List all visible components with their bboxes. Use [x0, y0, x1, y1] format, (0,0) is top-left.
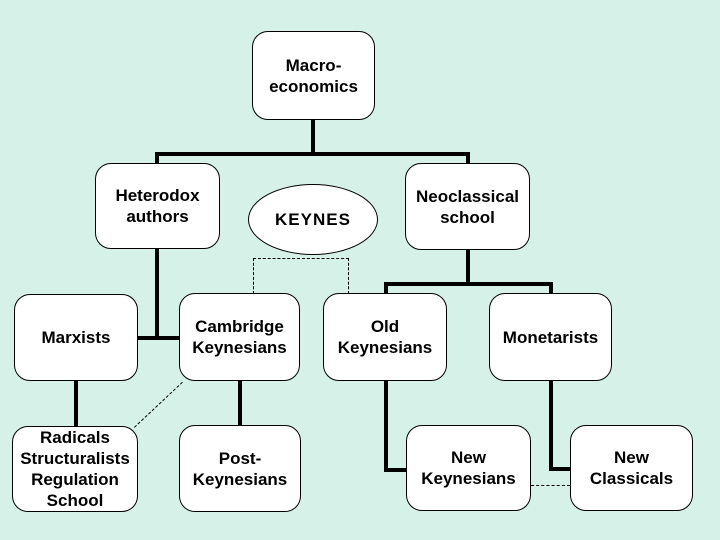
- connector-oldkeynesians-newkeynesians: [384, 468, 409, 472]
- connector-drop-monetarists: [549, 282, 553, 295]
- connector-marxists-cambridge: [136, 336, 181, 340]
- connector-drop-heterodox: [155, 152, 159, 166]
- node-keynes-ellipse: KEYNES: [248, 184, 378, 255]
- connector-drop-oldkeynesians: [384, 282, 388, 295]
- node-neoclassical-school: Neoclassical school: [405, 163, 530, 250]
- node-marxists: Marxists: [14, 294, 138, 381]
- node-new-keynesians: New Keynesians: [406, 425, 531, 511]
- connector-monetarists-newclassicals: [549, 467, 573, 471]
- node-monetarists: Monetarists: [489, 293, 612, 381]
- connector-neoclassical-down: [466, 248, 470, 286]
- connector-heterodox-down: [155, 247, 159, 340]
- node-radicals-structuralists: Radicals Structuralists Regulation Schoo…: [12, 426, 138, 512]
- node-new-classicals: New Classicals: [570, 425, 693, 511]
- connector-drop-neoclassical: [466, 152, 470, 166]
- dashed-connector-newkeynesians-newclassicals: [531, 485, 570, 486]
- connector-cambridge-postkeynesians: [238, 379, 242, 428]
- node-post-keynesians: Post- Keynesians: [179, 425, 301, 512]
- dashed-connector-cambridge-radicals: [134, 381, 183, 428]
- dashed-connector-keynes-bracket: [253, 258, 349, 259]
- connector-oldkeynesians-down: [384, 379, 388, 472]
- node-macroeconomics: Macro- economics: [252, 31, 375, 120]
- connector-monetarists-down: [549, 379, 553, 471]
- node-old-keynesians: Old Keynesians: [323, 293, 447, 381]
- connector-level2-horizontal: [155, 152, 470, 156]
- dashed-connector-keynes-oldkeynesians: [348, 258, 349, 294]
- connector-macro-to-level2: [311, 118, 315, 156]
- dashed-connector-keynes-cambridge: [253, 258, 254, 294]
- node-heterodox-authors: Heterodox authors: [95, 163, 220, 249]
- node-cambridge-keynesians: Cambridge Keynesians: [179, 293, 300, 381]
- connector-neoclassical-branch: [384, 282, 553, 286]
- connector-marxists-radicals: [74, 379, 78, 428]
